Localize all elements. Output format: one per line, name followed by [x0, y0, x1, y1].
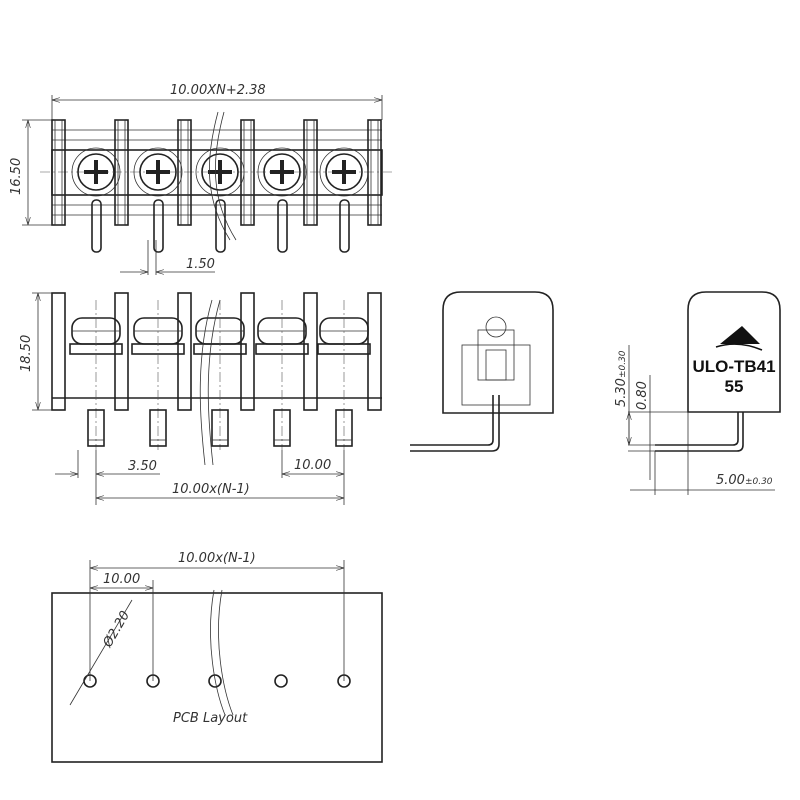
barrier — [51, 119, 66, 226]
barrier — [240, 292, 255, 411]
model-label: ULO-TB41 — [692, 357, 775, 376]
phillips-cross-icon — [146, 160, 170, 184]
barrier — [177, 292, 192, 411]
pcb-hole — [274, 674, 288, 688]
front-view: 18.50 3.50 10.00 10.00x(N-1) — [19, 292, 382, 505]
brand-logo-icon — [715, 326, 763, 351]
pin-offset-dim: 3.50 — [128, 459, 157, 474]
hole-dim: Ø2.20 — [100, 609, 133, 651]
pcb-layout: 10.00x(N-1) 10.00 Ø2.20 PCB Layout — [51, 551, 383, 763]
phillips-cross-icon — [84, 160, 108, 184]
phillips-cross-icon — [208, 160, 232, 184]
barrier — [114, 119, 129, 226]
side-section-view — [410, 291, 554, 452]
barrier-inner — [117, 119, 126, 226]
washer — [319, 147, 369, 197]
thickness-dim: 0.80 — [635, 381, 650, 410]
break-line — [210, 589, 234, 716]
washer — [71, 147, 121, 197]
washer — [133, 147, 183, 197]
barrier — [303, 292, 318, 411]
top-view: 10.00XN+2.38 16.50 1.50 — [9, 83, 395, 275]
front-height-dim: 18.50 — [19, 335, 34, 372]
pin — [153, 199, 164, 253]
pin — [91, 199, 102, 253]
span-dim: 10.00x(N-1) — [172, 482, 250, 497]
pin — [277, 199, 288, 253]
barrier-inner — [370, 119, 379, 226]
pcb-span-dim: 10.00x(N-1) — [178, 551, 256, 566]
barrier — [367, 119, 382, 226]
screw-head — [77, 153, 115, 191]
barrier-inner — [54, 119, 63, 226]
barrier — [51, 292, 66, 411]
screw-head — [139, 153, 177, 191]
pin — [215, 199, 226, 253]
length-dim: 5.00±0.30 — [716, 473, 773, 488]
pin — [273, 409, 291, 447]
barrier — [240, 119, 255, 226]
screw-head — [263, 153, 301, 191]
washer — [257, 147, 307, 197]
pin — [335, 409, 353, 447]
pcb-pitch-dim: 10.00 — [103, 572, 140, 587]
barrier-inner — [243, 119, 252, 226]
height-dim: 5.30±0.30 — [614, 350, 629, 407]
washer — [195, 147, 245, 197]
model-code: 55 — [725, 377, 744, 396]
side-view: ULO-TB41 55 5.30±0.30 0.80 5.00±0.30 — [614, 291, 781, 495]
pin — [339, 199, 350, 253]
barrier — [177, 119, 192, 226]
pin-width-dim: 1.50 — [186, 257, 215, 272]
barrier — [114, 292, 129, 411]
pcb-hole — [208, 674, 222, 688]
screw-head — [201, 153, 239, 191]
break-line — [208, 111, 237, 241]
barrier-inner — [306, 119, 315, 226]
screw-head — [325, 153, 363, 191]
barrier-inner — [180, 119, 189, 226]
phillips-cross-icon — [270, 160, 294, 184]
barrier — [367, 292, 382, 411]
pin — [87, 409, 105, 447]
pcb-layout-title: PCB Layout — [173, 711, 248, 726]
pin — [149, 409, 167, 447]
break-line — [199, 299, 221, 466]
pitch-dim: 10.00 — [294, 458, 331, 473]
overall-length-dim: 10.00XN+2.38 — [170, 83, 266, 98]
pin — [211, 409, 229, 447]
top-height-dim: 16.50 — [9, 158, 24, 195]
phillips-cross-icon — [332, 160, 356, 184]
